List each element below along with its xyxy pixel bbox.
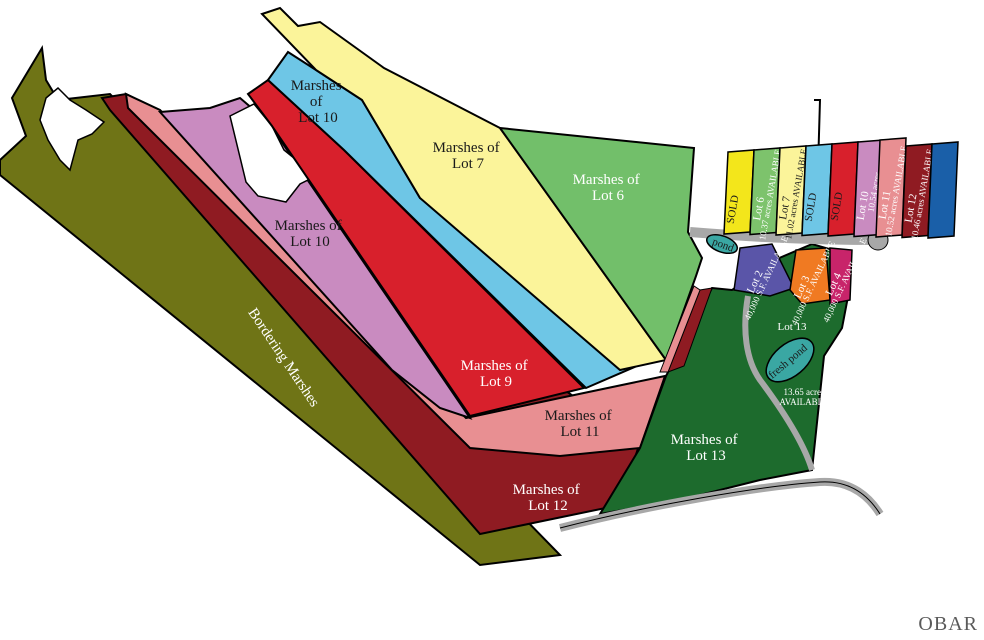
road-outline (559, 481, 881, 529)
label-marsh-lot6: Marshes of Lot 6 (573, 172, 644, 204)
marsh-lot13-region (598, 242, 852, 516)
label-line: Marshes of (275, 218, 342, 234)
label-line: Marshes of (671, 432, 738, 448)
lot13-drive (742, 295, 815, 471)
small-lot-2 (829, 247, 853, 305)
label-line: Lot 10 (298, 110, 338, 126)
upland-lot-8 (927, 141, 959, 239)
pond-small (705, 233, 739, 255)
label-line: Lot 13 (686, 448, 726, 464)
cul-de-sac-road (689, 227, 881, 245)
label-line: Marshes of (433, 140, 500, 156)
fresh-pond (765, 337, 815, 383)
label-line: Lot 7 (452, 156, 485, 172)
upland-lot-name: Lot 6 (751, 196, 767, 222)
upland-lot-name: Lot 11 (877, 190, 894, 220)
bordering-cutout (39, 86, 106, 172)
label-line: Lot 6 (592, 188, 625, 204)
label-lot13-available: AVAILABLE (779, 397, 829, 407)
label-marsh-lot10-upper: Marshes of Lot 10 (291, 78, 346, 126)
label-line: Marshes of (545, 408, 612, 424)
small-lot-1 (789, 247, 831, 305)
label-marsh-lot10-lower: Marshes of Lot 10 (275, 218, 346, 250)
marsh-lot10-lower-region (157, 96, 473, 420)
label-line: Lot 10 (290, 234, 330, 250)
label-marsh-lot12: Marshes of Lot 12 (513, 482, 584, 514)
watermark-logo: OBAR (918, 613, 978, 635)
label-line: Marshes of (461, 358, 528, 374)
label-lot13: Lot 13 (777, 321, 807, 333)
upland-lot-name: Lot 10 (855, 190, 872, 221)
label-marsh-lot13: Marshes of Lot 13 (671, 432, 742, 464)
label-lot13-acres: 13.65 acres (784, 387, 825, 397)
label-marsh-lot9: Marshes of Lot 9 (461, 358, 532, 390)
label-line: Marshes of (573, 172, 640, 188)
upland-lot-name: Lot 12 (903, 193, 920, 224)
label-line: of (310, 94, 323, 110)
small-lot-0 (733, 243, 796, 297)
upland-lot-4 (827, 141, 859, 237)
upland-lot-name: SOLD (725, 194, 742, 224)
upland-lot-name: SOLD (829, 191, 846, 221)
label-marsh-lot11: Marshes of Lot 11 (545, 408, 616, 440)
label-line: Marshes of (513, 482, 580, 498)
upland-lot-name: Lot 7 (777, 195, 793, 221)
label-line: Marshes (291, 78, 342, 94)
label-line: Lot 12 (528, 498, 568, 514)
label-line: Lot 9 (480, 374, 512, 390)
channel-strip-2 (659, 285, 701, 373)
upland-lot-name: SOLD (803, 192, 820, 222)
label-marsh-lot7: Marshes of Lot 7 (433, 140, 504, 172)
label-line: Lot 11 (560, 424, 599, 440)
